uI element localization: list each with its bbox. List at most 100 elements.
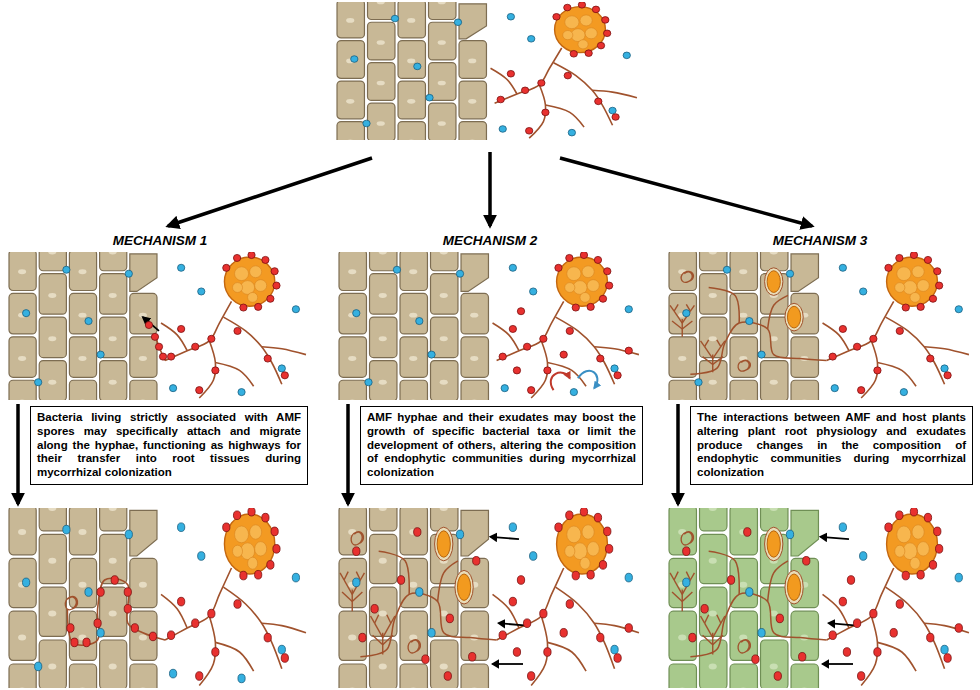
nucleus (438, 40, 446, 45)
hypha (161, 323, 187, 351)
root-cell (130, 380, 157, 400)
entry-arrow (491, 537, 519, 539)
root-cell (459, 41, 486, 79)
entry-arrow (493, 663, 524, 665)
bacterium-red (585, 50, 592, 57)
bacterium-blue (428, 351, 435, 358)
hypha (262, 347, 306, 355)
nucleus (18, 635, 26, 641)
nucleus (407, 59, 415, 64)
root-cell (761, 317, 788, 357)
spore-lipid (587, 542, 599, 556)
bacterium-red (212, 648, 219, 657)
nucleus (379, 380, 387, 385)
nucleus (348, 400, 356, 401)
bacterium-blue (530, 552, 537, 561)
nucleus (409, 687, 417, 688)
flow-arrow (168, 158, 372, 226)
nucleus (139, 356, 147, 361)
nucleus (739, 313, 747, 318)
bacterium-red (885, 264, 892, 271)
root-cell (761, 587, 788, 636)
root-cell (9, 664, 36, 688)
nucleus (470, 356, 478, 361)
root-cell (69, 558, 96, 607)
arbuscule-branch (705, 615, 709, 623)
nucleus (78, 269, 86, 274)
nucleus (377, 2, 385, 4)
root-cell (730, 337, 757, 377)
nucleus (109, 663, 117, 669)
arbuscule-branch (342, 592, 352, 602)
root-cell (461, 337, 488, 377)
nucleus (739, 582, 747, 588)
bacterium-red (473, 556, 480, 565)
root-cell (100, 640, 127, 688)
bacterium-red (910, 508, 917, 516)
root-cell (730, 380, 757, 400)
bacterium-red (192, 619, 199, 628)
bacterium-red (248, 252, 255, 259)
spore-lipid (580, 15, 592, 26)
root-cell (791, 337, 818, 377)
nucleus (109, 508, 117, 511)
bacterium-blue (198, 552, 205, 561)
spore-lipid (895, 545, 905, 557)
bacterium-red (240, 571, 247, 580)
spore-lipid (587, 280, 599, 292)
spore-lipid (912, 266, 924, 278)
nucleus (109, 336, 117, 341)
panel (9, 252, 306, 400)
bacterium-red (560, 351, 567, 358)
nucleus (709, 663, 717, 669)
bacterium-blue (499, 126, 506, 133)
bacterium-red (521, 87, 528, 94)
bacterium-red (744, 528, 751, 537)
root-cell (461, 664, 488, 688)
root-cell (130, 254, 157, 291)
bacterium-red (359, 633, 366, 642)
panel (9, 508, 306, 688)
root-cell (370, 534, 397, 583)
bacterium-red (234, 327, 241, 334)
bacterium-red (774, 672, 781, 681)
bacterium-red (178, 597, 185, 606)
root-cell (459, 122, 486, 140)
bacterium-red (111, 576, 118, 585)
bacterium-red (83, 638, 90, 647)
bacterium-red (264, 355, 271, 362)
root-cell (700, 508, 727, 531)
root-cell (9, 508, 36, 555)
hyphal-coil (351, 532, 363, 545)
arbuscule-branch (383, 623, 391, 637)
root-cell (398, 2, 425, 38)
panel (339, 252, 639, 400)
bacterium-red (124, 588, 131, 597)
bacterium-red (752, 655, 759, 664)
hyphal-coil (738, 640, 750, 653)
hypha (827, 568, 894, 640)
arbuscule-branch (674, 304, 678, 311)
hypha (877, 363, 916, 387)
root-cell (400, 611, 427, 660)
bacterium-blue (125, 270, 132, 277)
bacterium-red (155, 343, 162, 350)
bacterium-blue (35, 662, 42, 671)
nucleus (377, 40, 385, 45)
bacterium-blue (609, 107, 616, 114)
root-cell (100, 534, 127, 583)
bacterium-red (885, 523, 892, 532)
nucleus (346, 140, 354, 141)
bacterium-red (597, 355, 604, 362)
root-cell (791, 664, 818, 688)
vesicle (437, 531, 450, 557)
hypha (497, 301, 564, 360)
root-cell (368, 63, 395, 101)
hypha (495, 48, 562, 103)
amf-spore (557, 514, 608, 574)
root-cell (69, 664, 96, 688)
root-cell (431, 274, 458, 314)
bacterium-red (566, 511, 573, 520)
bacterium-blue (758, 628, 765, 637)
